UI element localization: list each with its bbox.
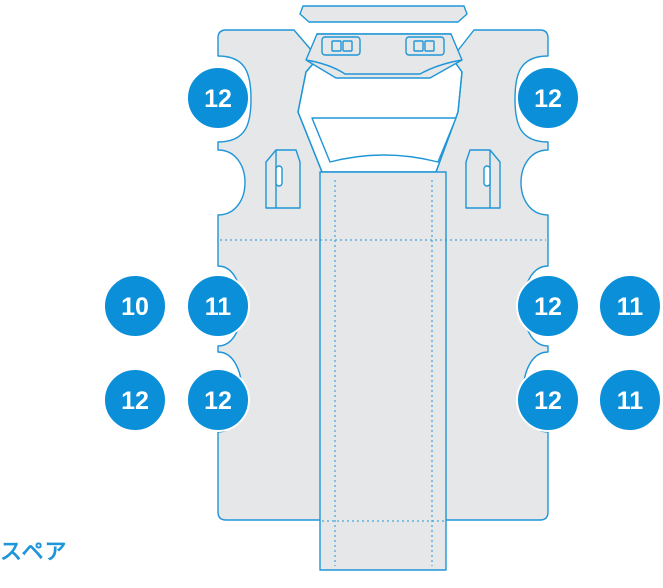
number-badge-top-right: 12 — [516, 66, 580, 130]
badge-number: 12 — [534, 387, 562, 415]
left-eye — [321, 36, 361, 56]
number-badge-middle-right-outer: 11 — [598, 274, 662, 338]
badge-number: 11 — [617, 293, 644, 321]
badge-circle — [186, 66, 250, 130]
number-badge-middle-right-inner: 12 — [516, 274, 580, 338]
left-side-tab — [265, 149, 301, 209]
badge-number: 11 — [205, 293, 232, 321]
number-badge-lower-left-inner: 12 — [186, 368, 250, 432]
brow-line — [305, 59, 463, 75]
central-strip — [319, 171, 447, 571]
badge-circle — [103, 274, 167, 338]
badge-number: 11 — [617, 387, 644, 415]
badge-circle — [186, 274, 250, 338]
number-badge-lower-right-outer: 11 — [598, 368, 662, 432]
badge-circle — [598, 368, 662, 432]
badge-number: 12 — [534, 293, 562, 321]
badge-circle — [516, 274, 580, 338]
badge-circle — [516, 368, 580, 432]
badge-number: 12 — [121, 387, 149, 415]
badge-circle — [516, 66, 580, 130]
right-side-tab — [465, 149, 501, 209]
badge-circle — [103, 368, 167, 432]
badge-number: 10 — [121, 293, 149, 321]
number-badge-middle-left-outer: 10 — [103, 274, 167, 338]
right-eye — [405, 36, 445, 56]
number-badge-top-left: 12 — [186, 66, 250, 130]
badge-number: 12 — [204, 85, 232, 113]
badge-number: 12 — [204, 387, 232, 415]
number-badge-lower-right-inner: 12 — [516, 368, 580, 432]
badge-layer: 12 12 10 11 12 11 12 12 12 11 — [103, 66, 662, 432]
number-badge-lower-left-outer: 12 — [103, 368, 167, 432]
spare-label: スペア — [0, 540, 68, 565]
mouth-cutout — [311, 117, 457, 163]
badge-circle — [186, 368, 250, 432]
badge-number: 12 — [534, 85, 562, 113]
badge-circle — [598, 274, 662, 338]
visor-part — [299, 5, 468, 23]
number-badge-middle-left-inner: 11 — [186, 274, 250, 338]
